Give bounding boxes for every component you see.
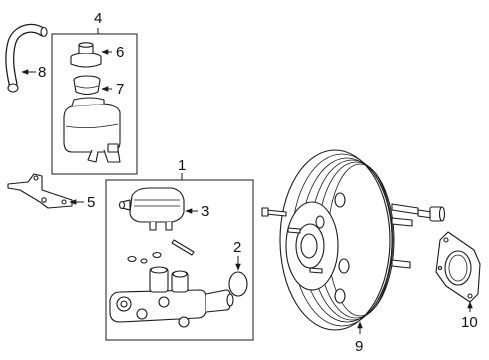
leader-lines [21, 28, 473, 334]
callout-4: 4 [94, 10, 102, 27]
part-3-reservoir [118, 187, 185, 231]
part-10-gasket [435, 231, 481, 303]
part-9-brake-booster [261, 149, 446, 331]
part-7-strainer [73, 75, 101, 96]
callout-9: 9 [355, 338, 363, 355]
part-8-hose [5, 23, 48, 93]
callout-8: 8 [38, 64, 46, 81]
pin-and-grommets [127, 239, 195, 264]
callout-6: 6 [116, 44, 124, 61]
callout-5: 5 [87, 194, 95, 211]
master-cylinder-group-box [105, 179, 254, 341]
part-2-seal-ring [228, 271, 248, 297]
part-5-bracket [7, 173, 73, 209]
master-cylinder-body [109, 266, 234, 328]
reservoir-tank [63, 97, 121, 163]
callout-10: 10 [461, 314, 478, 331]
callout-3: 3 [201, 203, 209, 220]
callout-2: 2 [233, 239, 241, 256]
part-6-reservoir-cap [70, 42, 102, 68]
callout-7: 7 [116, 81, 124, 98]
callout-1: 1 [178, 157, 186, 174]
reservoir-group-box [51, 33, 138, 175]
